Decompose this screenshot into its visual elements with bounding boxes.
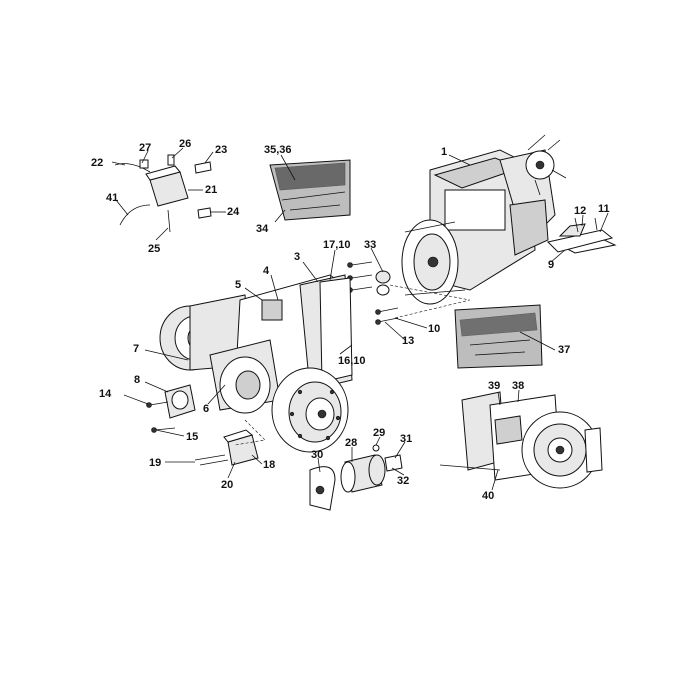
transmission-assembly [159,274,353,453]
callout-labels: 1 3 4 5 6 7 8 9 10 11 12 13 14 15 16,10 … [91,138,610,502]
callout-13: 13 [402,335,414,347]
callout-27: 27 [139,142,151,154]
callout-31: 31 [400,433,412,445]
callout-19: 19 [149,457,161,469]
callout-25: 25 [148,243,160,255]
callout-30: 30 [311,449,323,461]
callout-20: 20 [221,479,233,491]
callout-37: 37 [558,344,570,356]
callout-16-10: 16,10 [338,355,366,367]
photo-inset-right [454,304,543,369]
callout-33: 33 [364,239,376,251]
callout-5: 5 [235,279,241,291]
callout-28: 28 [345,437,357,449]
callout-22: 22 [91,157,103,169]
callout-41: 41 [106,192,118,204]
filter-group-part [309,444,403,511]
callout-21: 21 [205,184,217,196]
callout-18: 18 [263,459,275,471]
solenoid-part [194,419,266,466]
callout-32: 32 [397,475,409,487]
callout-29: 29 [373,427,385,439]
callout-9: 9 [548,259,554,271]
callout-7: 7 [133,343,139,355]
callout-14: 14 [99,388,112,400]
callout-35-36: 35,36 [264,144,292,156]
leader-lines [111,147,609,491]
callout-34: 34 [256,223,269,235]
mounted-transmission-part [439,391,603,489]
callout-39: 39 [488,380,500,392]
callout-24: 24 [227,206,240,218]
engine-part [401,134,617,305]
callout-23: 23 [215,144,227,156]
callout-8: 8 [134,374,140,386]
mount-bracket-part [547,217,614,253]
callout-26: 26 [179,138,191,150]
callout-3: 3 [294,251,300,263]
callout-1: 1 [441,146,447,158]
sensor-block-part [146,384,196,433]
callout-10: 10 [428,323,440,335]
photo-inset-upper [269,159,351,221]
callout-17-10: 17,10 [323,239,351,251]
callout-12: 12 [574,205,586,217]
valve-block-part [114,154,212,233]
callout-40: 40 [482,490,494,502]
callout-15: 15 [186,431,198,443]
callout-11: 11 [598,203,610,215]
callout-4: 4 [263,265,270,277]
callout-38: 38 [512,380,524,392]
callout-6: 6 [203,403,209,415]
